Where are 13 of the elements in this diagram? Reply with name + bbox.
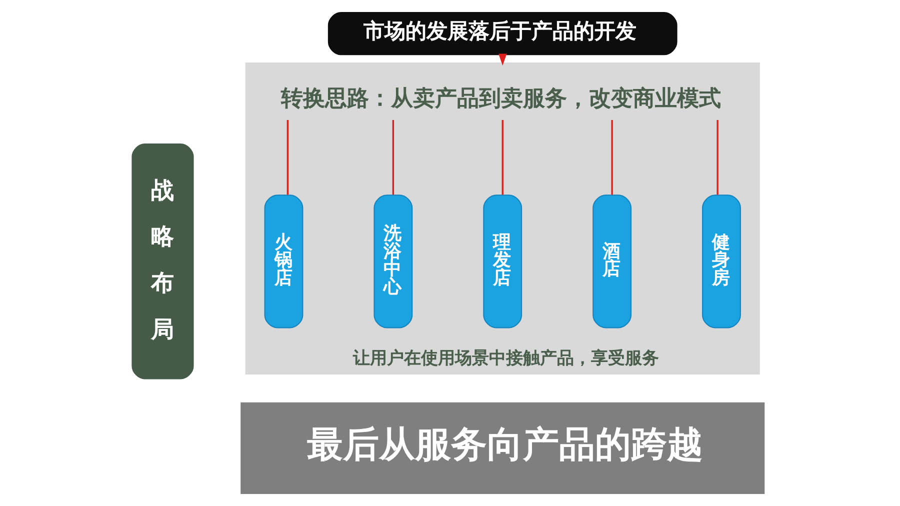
connector [716, 120, 718, 195]
node-box: 火锅店 [264, 194, 304, 328]
node-box: 洗浴中心 [374, 194, 413, 328]
node-box: 酒店 [592, 194, 632, 328]
node-box: 战略布局 [132, 144, 194, 380]
node-box: 最后从服务向产品的跨越 [240, 402, 765, 494]
node-box: 健身房 [702, 194, 741, 328]
connector [392, 120, 394, 195]
connector [502, 120, 504, 195]
node-text: 转换思路：从卖产品到卖服务，改变商业模式 [281, 85, 722, 112]
connector [286, 120, 289, 195]
connector [611, 120, 613, 195]
node-box: 理发店 [483, 194, 522, 328]
